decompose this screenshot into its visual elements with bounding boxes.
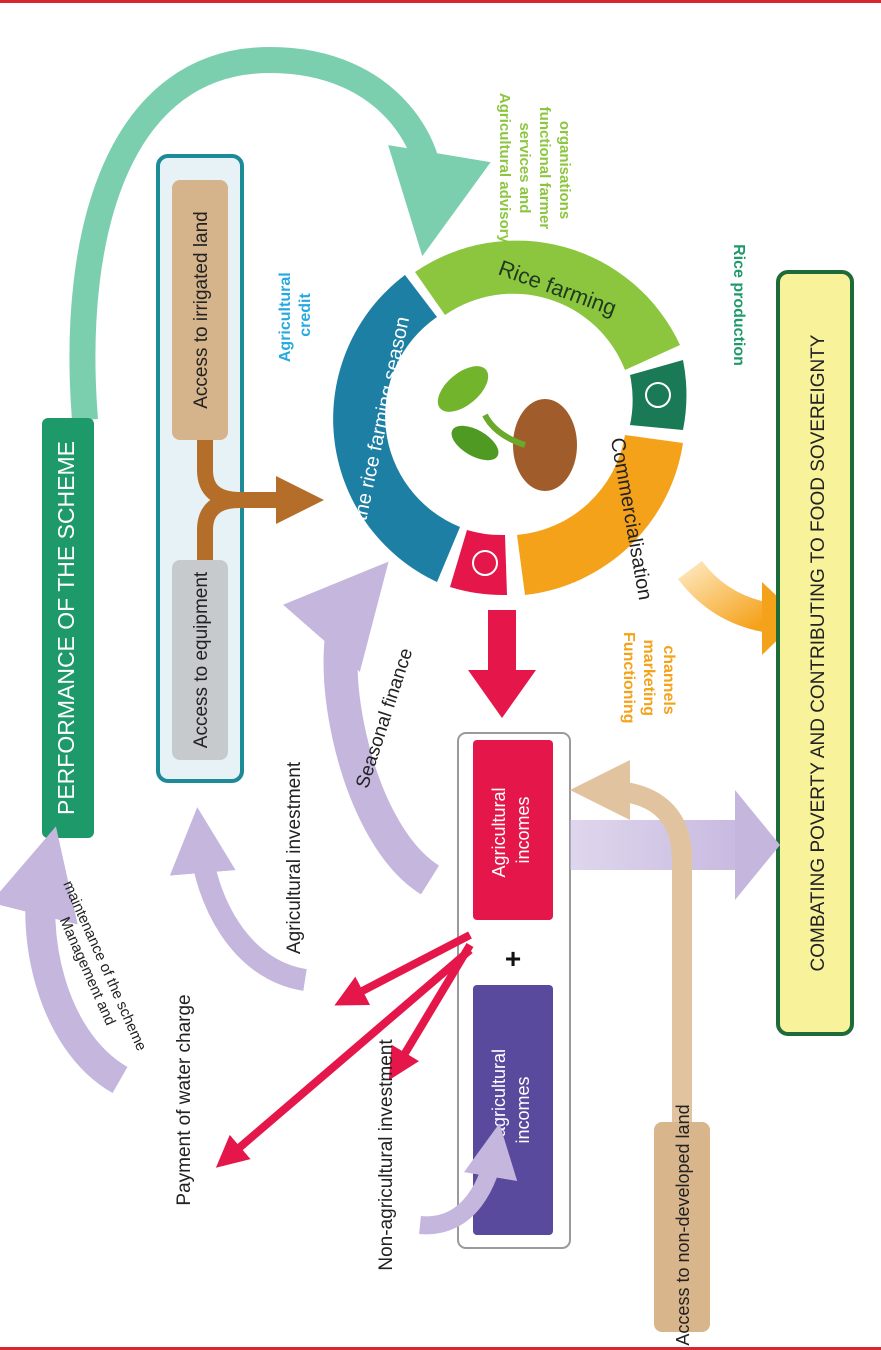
agricultural-investment-label: Agricultural investment (284, 761, 305, 954)
non-agricultural-investment-label: Non-agricultural investment (376, 1039, 397, 1271)
irrigated-land-label: Access to irrigated land (191, 211, 212, 409)
marketing-to-goal-arrow (678, 560, 773, 633)
equipment-label: Access to equipment (191, 571, 212, 748)
agricultural-incomes-box (473, 740, 553, 920)
access-merge-arrow-bottom (197, 492, 241, 560)
goal-bar (776, 270, 854, 1036)
agricultural-investment-arrow (169, 807, 308, 991)
performance-label: PERFORMANCE OF THE SCHEME (53, 441, 79, 815)
non-developed-land-label: Access to non-developed land (673, 1104, 693, 1345)
seasonal-finance-arrow (283, 561, 440, 895)
payment-water-label: Payment of water charge (174, 994, 195, 1205)
rice-production-icon (645, 382, 671, 408)
agricultural-credit-label: Agricultural credit (277, 268, 314, 362)
rice-production-label: Rice production (730, 244, 747, 366)
preparing-segment (333, 275, 460, 582)
incomes-to-goal-arrow-shaft (570, 820, 740, 870)
equipment-box (172, 560, 228, 760)
red-arrow-agri-investment (334, 931, 472, 1006)
marketing-channels-label: Functioning marketing channels (620, 632, 677, 728)
red-arrow-water-charge (215, 946, 473, 1168)
top-rule (0, 0, 881, 3)
agricultural-incomes-label: Agricultural incomes (489, 782, 533, 877)
advisory-label: Agricultural advisory services and funct… (496, 93, 573, 247)
plus-sign: + (505, 943, 521, 974)
rice-farming-segment (415, 240, 680, 370)
ring-to-incomes-arrow-shaft (488, 610, 516, 670)
ring-to-incomes-arrowhead (468, 670, 536, 718)
finance-segment (450, 530, 507, 596)
leaf-top (437, 366, 489, 412)
rice-production-segment (630, 360, 687, 430)
non-developed-land-box (654, 1122, 710, 1332)
non-agricultural-investment-arrow (419, 1123, 518, 1235)
bottom-rule (0, 1347, 881, 1350)
money-icon (472, 550, 498, 576)
commercialisation-segment (517, 435, 683, 595)
seedling-stem (482, 413, 526, 448)
irrigated-land-box (172, 180, 228, 440)
incomes-to-goal-arrowhead (735, 790, 780, 900)
performance-bar (42, 418, 94, 838)
soil-mound (513, 399, 577, 491)
non-developed-land-arrow (570, 760, 692, 1130)
leaf-bottom (451, 425, 499, 461)
management-arrow (0, 826, 129, 1094)
goal-label: COMBATING POVERTY AND CONTRIBUTING TO FO… (808, 334, 829, 971)
rice-cycle (333, 240, 687, 596)
performance-feedback-arrow (69, 46, 491, 422)
